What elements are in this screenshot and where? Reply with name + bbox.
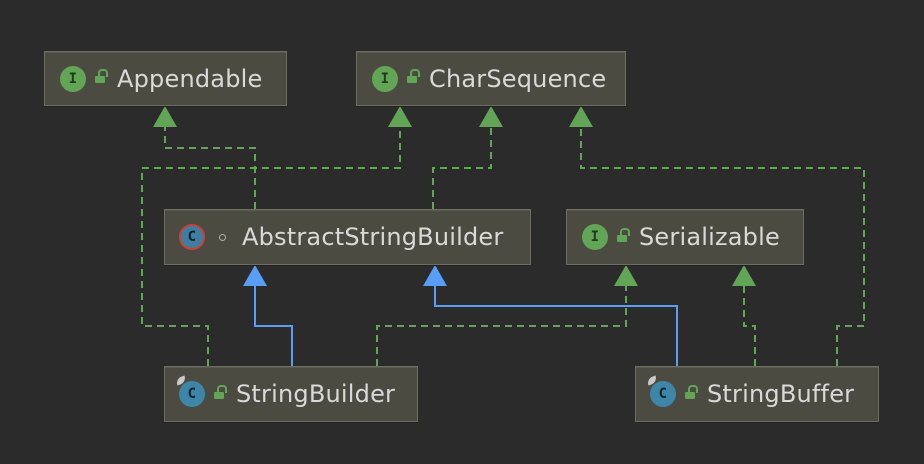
public-lock-icon (617, 227, 630, 242)
arrowhead-extends (243, 265, 267, 286)
arrowhead-implements (153, 106, 177, 127)
node-appendable[interactable]: I Appendable (44, 51, 287, 106)
interface-icon: I (60, 65, 86, 92)
public-lock-icon (95, 69, 108, 83)
edge-extends-stringbuilder-to-abstractstringbuilder (254, 285, 293, 366)
node-label: Appendable (117, 64, 263, 93)
arrowhead-implements (732, 265, 756, 286)
edge-implements-abstractstringbuilder-to-charsequence (432, 126, 492, 209)
arrowhead-implements (388, 106, 412, 127)
edge-implements-stringbuffer-to-charsequence (580, 126, 865, 366)
node-stringbuffer[interactable]: C StringBuffer (635, 366, 879, 422)
node-label: Serializable (639, 223, 780, 251)
interface-icon: I (582, 224, 608, 250)
package-private-icon (219, 233, 226, 241)
public-lock-icon (214, 384, 227, 399)
node-label: StringBuilder (236, 380, 396, 408)
arrowhead-extends (423, 265, 447, 286)
arrowhead-implements (614, 265, 638, 286)
edge-implements-stringbuilder-to-serializable (376, 285, 627, 366)
node-label: AbstractStringBuilder (242, 223, 504, 251)
final-leaf-icon (175, 375, 187, 386)
node-label: CharSequence (429, 64, 607, 93)
abstract-class-icon: C (179, 224, 205, 250)
node-stringbuilder[interactable]: C StringBuilder (164, 366, 418, 422)
node-charsequence[interactable]: I CharSequence (356, 51, 626, 106)
edge-implements-stringbuffer-to-serializable (743, 285, 756, 366)
edge-implements-stringbuilder-to-charsequence (141, 126, 401, 366)
node-abstractstringbuilder[interactable]: C AbstractStringBuilder (164, 209, 531, 265)
class-badge-letter: C (658, 386, 668, 402)
interface-icon: I (372, 65, 398, 92)
node-label: StringBuffer (707, 380, 855, 408)
public-lock-icon (407, 69, 420, 83)
node-serializable[interactable]: I Serializable (566, 209, 804, 265)
class-icon: C (646, 375, 676, 407)
arrowhead-implements (569, 106, 593, 127)
edge-extends-stringbuffer-to-abstractstringbuilder (434, 285, 678, 366)
final-leaf-icon (646, 375, 658, 386)
class-icon: C (175, 375, 205, 407)
edge-implements-abstractstringbuilder-to-appendable (164, 126, 256, 209)
class-badge-letter: C (187, 386, 197, 402)
arrowhead-implements (479, 106, 503, 127)
public-lock-icon (685, 384, 698, 399)
